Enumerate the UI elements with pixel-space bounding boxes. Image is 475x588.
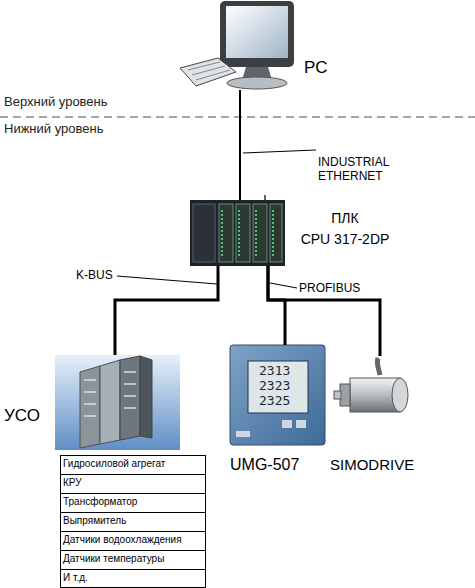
uso-module — [140, 356, 152, 438]
encoder-shaft — [334, 391, 341, 399]
drive-node: SIMODRIVE — [335, 356, 410, 426]
plc-leds — [222, 210, 273, 256]
level-label: Нижний уровень — [4, 122, 103, 137]
plc-module — [253, 204, 267, 262]
plc-connectors — [240, 195, 265, 200]
monitor-base — [227, 77, 287, 89]
node-label: SIMODRIVE — [330, 456, 414, 473]
io-node: УСО — [55, 355, 180, 450]
monitor-frame — [220, 1, 294, 67]
plc-illustration — [190, 195, 285, 266]
uso-module — [80, 366, 100, 448]
node-label: ПЛК — [295, 210, 395, 226]
uso-module — [120, 356, 140, 440]
meter-logo — [236, 431, 250, 437]
uso-background — [55, 355, 180, 450]
table-cell: Датчики температуры — [63, 553, 164, 565]
encoder-cable — [377, 358, 380, 375]
node-label: УСО — [4, 406, 40, 426]
node-label: CPU 317-2DP — [295, 231, 395, 247]
table-rows — [60, 475, 206, 570]
meter-button — [296, 420, 306, 428]
bus-label: INDUSTRIAL ETHERNET — [318, 156, 408, 184]
encoder-face — [392, 378, 408, 412]
level-separator — [0, 116, 475, 118]
keyboard — [180, 58, 236, 86]
leader-line — [117, 276, 217, 284]
node-label: UMG-507 — [230, 456, 299, 474]
bus-connector — [268, 266, 285, 345]
plc-body — [190, 200, 285, 266]
plc-module — [270, 204, 282, 262]
plc-node: ПЛКCPU 317-2DP — [190, 200, 285, 266]
device-table — [60, 456, 206, 588]
encoder-illustration — [334, 358, 408, 412]
bus-label: K-BUS — [76, 269, 113, 283]
umg-illustration — [230, 345, 325, 445]
bus-label: PROFIBUS — [299, 282, 360, 296]
uso-module — [100, 360, 120, 444]
bus-connector — [115, 266, 218, 355]
table-cell: Выпрямитель — [63, 515, 126, 527]
pc-illustration — [180, 1, 294, 89]
monitor-screen — [226, 6, 288, 58]
uso-illustration — [55, 355, 180, 450]
meter-body — [230, 345, 325, 445]
leader-line — [270, 283, 297, 288]
meter-reading: 2325 — [259, 394, 290, 409]
meter-screen — [248, 361, 308, 413]
table-cell: И т.д. — [63, 572, 88, 584]
pc-node: PC — [180, 0, 295, 90]
meter-reading: 2313 — [259, 364, 290, 379]
keyboard-keys — [188, 62, 230, 80]
uso-terminals — [84, 372, 136, 416]
table-cell: Датчики водоохлаждения — [63, 534, 182, 546]
table-cell: Гидросиловой агрегат — [63, 458, 165, 470]
table-border — [61, 456, 206, 588]
plc-cpu — [193, 204, 215, 262]
plc-module — [236, 204, 250, 262]
bus-connector — [268, 266, 380, 356]
bus-connector — [239, 90, 241, 200]
meter-reading: 2323 — [259, 379, 290, 394]
leader-line — [243, 150, 316, 153]
table-cell: Трансформатор — [63, 496, 137, 508]
node-label: PC — [304, 58, 328, 78]
plc-module — [219, 204, 233, 262]
table-cell: КРУ — [63, 477, 82, 489]
meter-button — [282, 420, 292, 428]
level-label: Верхний уровень — [4, 95, 108, 110]
